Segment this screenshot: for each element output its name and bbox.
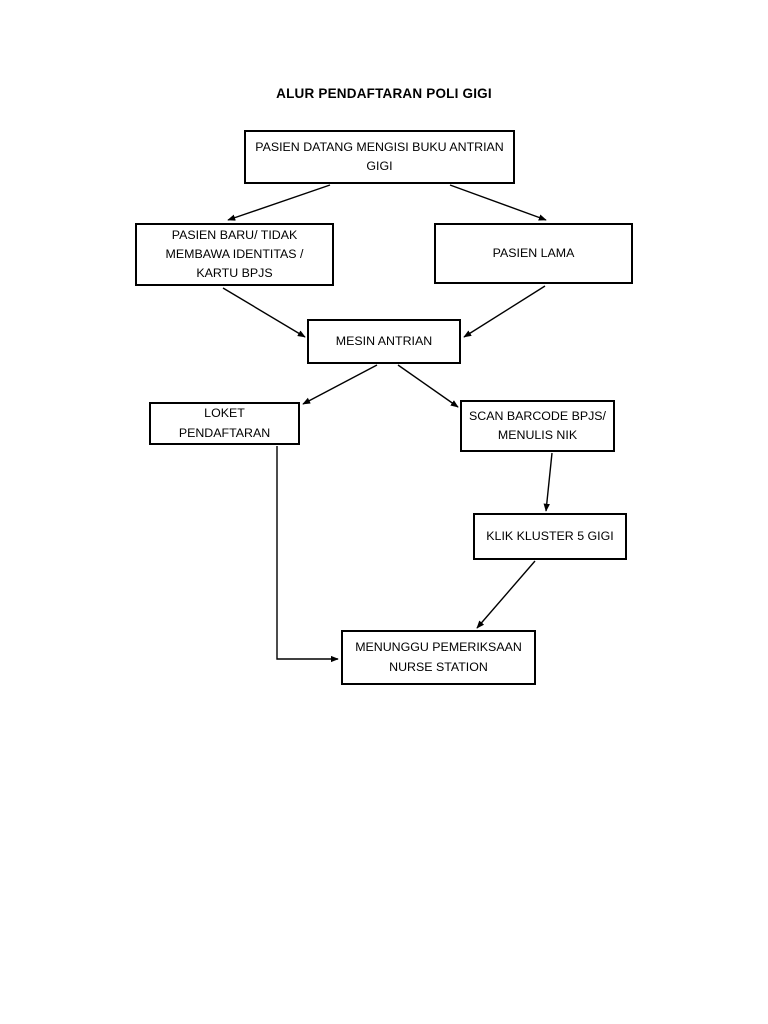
flow-node-label: KLIK KLUSTER 5 GIGI (486, 528, 614, 543)
flow-node-scan-barcode: SCAN BARCODE BPJS/ MENULIS NIK (460, 400, 615, 452)
page-title: ALUR PENDAFTARAN POLI GIGI (276, 86, 492, 101)
edge-mesin-antrian-to-scan-barcode (397, 364, 459, 408)
flow-node-label: PASIEN BARU/ TIDAK MEMBAWA IDENTITAS / K… (165, 227, 304, 281)
edge-loket-to-menunggu (276, 446, 339, 663)
flow-node-label: PASIEN LAMA (492, 245, 575, 260)
flow-node-label: MESIN ANTRIAN (335, 333, 433, 348)
flow-node-label: LOKET PENDAFTARAN (178, 406, 271, 440)
flow-node-klik-kluster: KLIK KLUSTER 5 GIGI (473, 513, 627, 560)
flow-node-pasien-baru: PASIEN BARU/ TIDAK MEMBAWA IDENTITAS / K… (135, 223, 334, 286)
flow-node-label: MENUNGGU PEMERIKSAAN NURSE STATION (355, 640, 522, 674)
edge-pasien-lama-to-mesin-antrian (463, 285, 546, 338)
edge-klik-kluster-to-menunggu (476, 560, 536, 629)
edge-pasien-datang-to-pasien-baru (227, 184, 331, 221)
flow-node-pasien-datang: PASIEN DATANG MENGISI BUKU ANTRIAN GIGI (244, 130, 515, 184)
flow-node-pasien-lama: PASIEN LAMA (434, 223, 633, 284)
flow-node-loket-pendaftaran: LOKET PENDAFTARAN (149, 402, 300, 445)
flow-node-menunggu-pemeriksaan: MENUNGGU PEMERIKSAAN NURSE STATION (341, 630, 536, 685)
edge-pasien-datang-to-pasien-lama (449, 184, 547, 221)
flow-node-mesin-antrian: MESIN ANTRIAN (307, 319, 461, 364)
flow-node-label: SCAN BARCODE BPJS/ MENULIS NIK (468, 408, 607, 442)
flow-node-label: PASIEN DATANG MENGISI BUKU ANTRIAN GIGI (255, 139, 504, 173)
edge-mesin-antrian-to-loket (302, 364, 378, 405)
edge-pasien-baru-to-mesin-antrian (222, 287, 306, 338)
edge-scan-barcode-to-klik-kluster (543, 452, 553, 512)
